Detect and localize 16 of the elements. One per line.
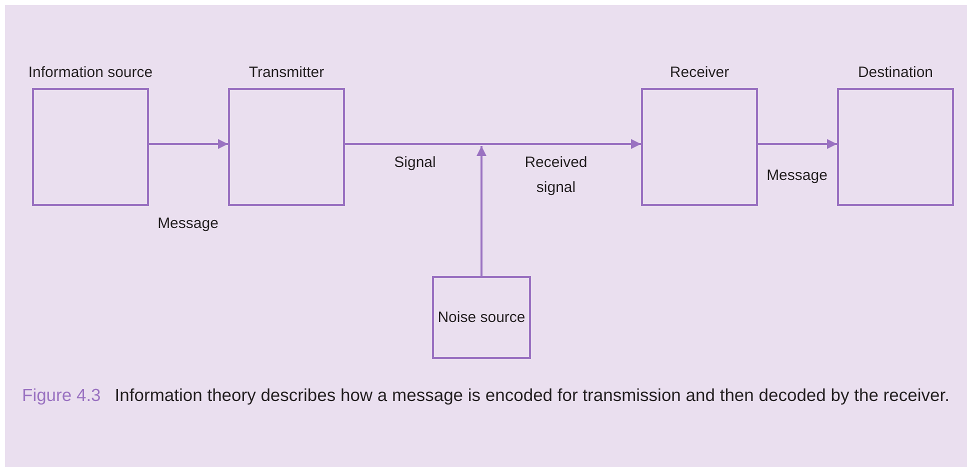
- signal-label: Signal: [393, 153, 437, 173]
- process-box: [432, 276, 531, 359]
- arrow: [149, 139, 228, 149]
- box-heading: Receiver: [668, 63, 730, 83]
- box-heading: Transmitter: [248, 63, 326, 83]
- arrow: [345, 139, 641, 149]
- edge-label: Message: [766, 166, 828, 186]
- box-heading: Destination: [856, 63, 934, 83]
- figure-caption: Information theory describes how a message is encoded for transmission and then decoded by the receiver.: [114, 385, 950, 405]
- box-text: Noise source: [438, 308, 526, 328]
- edge-label: Message: [158, 214, 218, 234]
- box-heading: Information source: [27, 63, 154, 83]
- arrow: [476, 146, 486, 276]
- signal-label: Received signal: [524, 153, 588, 198]
- figure-number: Figure 4.3: [22, 385, 101, 405]
- arrow: [758, 139, 837, 149]
